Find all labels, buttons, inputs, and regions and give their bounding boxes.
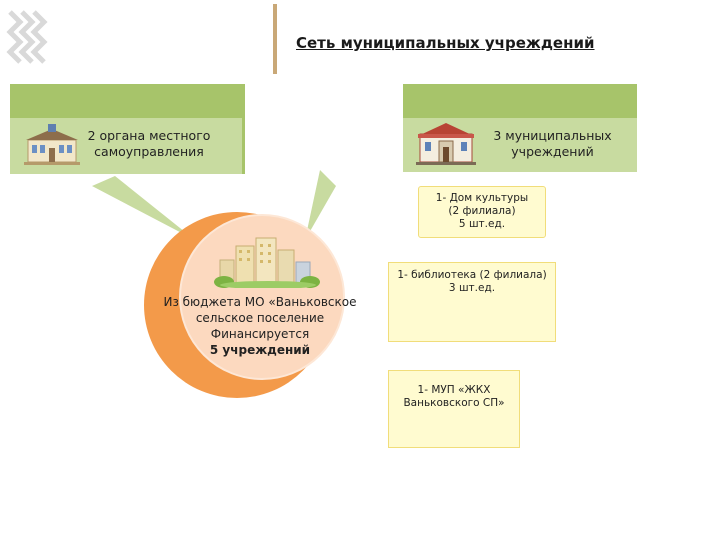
institution-box-culture: 1- Дом культуры (2 филиала) 5 шт.ед. [418,186,546,238]
center-line3: Финансируется [210,327,310,341]
center-text: Из бюджета МО «Ваньковское сельское посе… [150,294,370,358]
right-connector [305,170,336,240]
page-title: Сеть муниципальных учреждений [296,34,595,52]
left-box-line1: 2 органа местного [87,128,211,143]
culture-line3: 5 шт.ед. [458,218,506,230]
culture-line2: (2 филиала) [448,205,516,217]
center-line4: 5 учреждений [209,343,311,357]
right-box-line2: учреждений [511,144,594,159]
center-line1: Из бюджета МО «Ваньковское [163,295,357,309]
institution-building-icon [416,123,476,165]
right-box-text: 3 муниципальных учреждений [480,128,625,160]
utility-line1: 1- МУП «ЖКХ [417,384,491,396]
decorative-stripes [6,10,48,64]
institution-box-library: 1- библиотека (2 филиала) 3 шт.ед. [388,262,556,342]
peach-circle-highlight [179,214,345,380]
institution-box-utility: 1- МУП «ЖКХ Ваньковского СП» [388,370,520,448]
left-box-text: 2 органа местного самоуправления [82,128,216,160]
left-box-line2: самоуправления [94,144,204,159]
utility-line2: Ваньковского СП» [403,397,505,409]
header-divider [273,4,277,74]
government-building-icon [24,124,80,165]
peach-circle [180,215,344,379]
library-line2: 3 шт.ед. [448,282,496,294]
library-line1: 1- библиотека (2 филиала) [397,269,547,281]
left-connector [92,176,195,240]
culture-line1: 1- Дом культуры [435,192,529,204]
right-box-line1: 3 муниципальных [493,128,612,143]
center-line2: сельское поселение [195,311,325,325]
city-buildings-icon [214,237,320,288]
